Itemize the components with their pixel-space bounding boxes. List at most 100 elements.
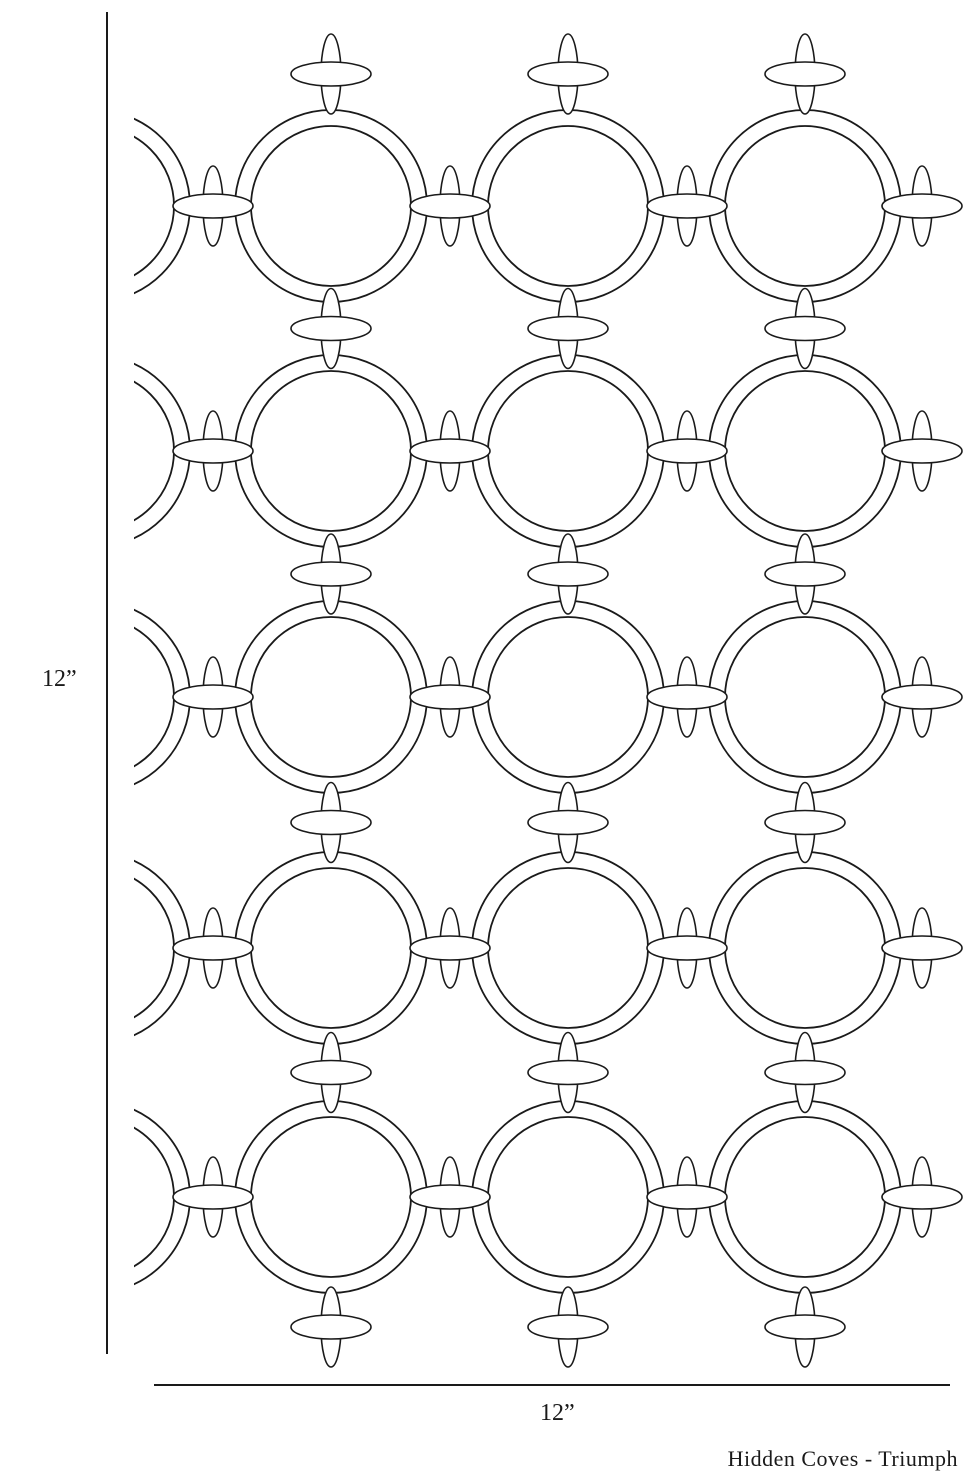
vertical-connector xyxy=(764,1031,846,1114)
connector-horizontal-oval xyxy=(527,809,609,836)
ring-inner-edge xyxy=(134,626,175,768)
horizontal-connector xyxy=(409,410,491,492)
ring xyxy=(471,109,665,303)
ring-inner-edge xyxy=(487,616,649,778)
partial-ring xyxy=(134,608,191,786)
horizontal-connector xyxy=(881,656,963,738)
connector-horizontal-oval xyxy=(881,438,963,464)
connector-horizontal-oval xyxy=(881,193,963,219)
vertical-connector xyxy=(764,33,846,115)
horizontal-connector xyxy=(172,165,254,247)
horizontal-connector xyxy=(881,410,963,492)
connector-horizontal-oval xyxy=(764,315,846,342)
ring xyxy=(234,1100,428,1294)
ring-inner-edge xyxy=(487,125,649,287)
ring xyxy=(471,1100,665,1294)
horizontal-connector xyxy=(409,656,491,738)
ring-inner-edge xyxy=(250,370,412,532)
horizontal-connector xyxy=(172,656,254,738)
vertical-connector xyxy=(290,33,372,115)
connector-horizontal-oval xyxy=(646,193,728,219)
pattern-caption: Hidden Coves - Triumph xyxy=(727,1446,958,1471)
ring-inner-edge xyxy=(724,370,886,532)
connector-horizontal-oval xyxy=(527,61,609,87)
connector-horizontal-oval xyxy=(290,315,372,342)
ring xyxy=(234,354,428,548)
ring xyxy=(471,851,665,1045)
connector-horizontal-oval xyxy=(409,935,491,961)
horizontal-connector xyxy=(646,1156,728,1238)
connector-horizontal-oval xyxy=(881,1184,963,1210)
connector-horizontal-oval xyxy=(290,1059,372,1086)
connector-horizontal-oval xyxy=(646,684,728,710)
connector-horizontal-oval xyxy=(764,61,846,87)
vertical-connector xyxy=(527,781,609,864)
ring-inner-edge xyxy=(250,125,412,287)
horizontal-connector xyxy=(172,410,254,492)
ring xyxy=(234,851,428,1045)
ring xyxy=(708,851,902,1045)
vertical-connector xyxy=(527,1286,609,1368)
connector-horizontal-oval xyxy=(172,193,254,219)
connector-horizontal-oval xyxy=(172,935,254,961)
ring-inner-edge xyxy=(487,370,649,532)
ring-inner-edge xyxy=(724,1116,886,1278)
connector-horizontal-oval xyxy=(409,438,491,464)
connector-horizontal-oval xyxy=(764,809,846,836)
connector-horizontal-oval xyxy=(172,1184,254,1210)
connector-horizontal-oval xyxy=(290,561,372,587)
ring-inner-edge xyxy=(250,1116,412,1278)
ring-inner-edge xyxy=(724,616,886,778)
vertical-connector xyxy=(290,287,372,370)
horizontal-connector xyxy=(881,165,963,247)
ring-inner-edge xyxy=(134,877,175,1019)
horizontal-connector xyxy=(172,907,254,989)
horizontal-connector xyxy=(409,1156,491,1238)
ring-inner-edge xyxy=(487,867,649,1029)
vertical-connector xyxy=(764,1286,846,1368)
vertical-connector xyxy=(290,1031,372,1114)
ring xyxy=(234,109,428,303)
vertical-connector xyxy=(290,1286,372,1368)
connector-horizontal-oval xyxy=(527,561,609,587)
ring xyxy=(708,109,902,303)
horizontal-connector xyxy=(646,656,728,738)
vertical-connector xyxy=(764,287,846,370)
width-dimension-label: 12” xyxy=(540,1400,575,1426)
horizontal-connector xyxy=(409,165,491,247)
horizontal-connector xyxy=(646,907,728,989)
connector-horizontal-oval xyxy=(881,935,963,961)
connector-horizontal-oval xyxy=(409,684,491,710)
vertical-connector xyxy=(764,533,846,615)
connector-horizontal-oval xyxy=(646,1184,728,1210)
vertical-connector xyxy=(527,533,609,615)
ring xyxy=(471,600,665,794)
horizontal-connector xyxy=(646,165,728,247)
ring-inner-edge xyxy=(134,1126,175,1268)
horizontal-connector xyxy=(172,1156,254,1238)
connector-horizontal-oval xyxy=(764,561,846,587)
vertical-connector xyxy=(764,781,846,864)
connector-horizontal-oval xyxy=(527,1059,609,1086)
connector-horizontal-oval xyxy=(290,809,372,836)
ring-inner-edge xyxy=(724,867,886,1029)
connector-horizontal-oval xyxy=(409,1184,491,1210)
connector-horizontal-oval xyxy=(646,438,728,464)
ring xyxy=(234,600,428,794)
ring-inner-edge xyxy=(724,125,886,287)
connector-horizontal-oval xyxy=(172,684,254,710)
ring-inner-edge xyxy=(250,867,412,1029)
horizontal-connector xyxy=(881,907,963,989)
horizontal-connector xyxy=(409,907,491,989)
vertical-connector xyxy=(290,781,372,864)
motif-layer xyxy=(134,33,963,1368)
partial-ring xyxy=(134,362,191,540)
connector-horizontal-oval xyxy=(764,1059,846,1086)
horizontal-connector xyxy=(646,410,728,492)
ring-inner-edge xyxy=(250,616,412,778)
ring xyxy=(708,354,902,548)
connector-horizontal-oval xyxy=(172,438,254,464)
partial-ring xyxy=(134,1108,191,1286)
connector-horizontal-oval xyxy=(409,193,491,219)
